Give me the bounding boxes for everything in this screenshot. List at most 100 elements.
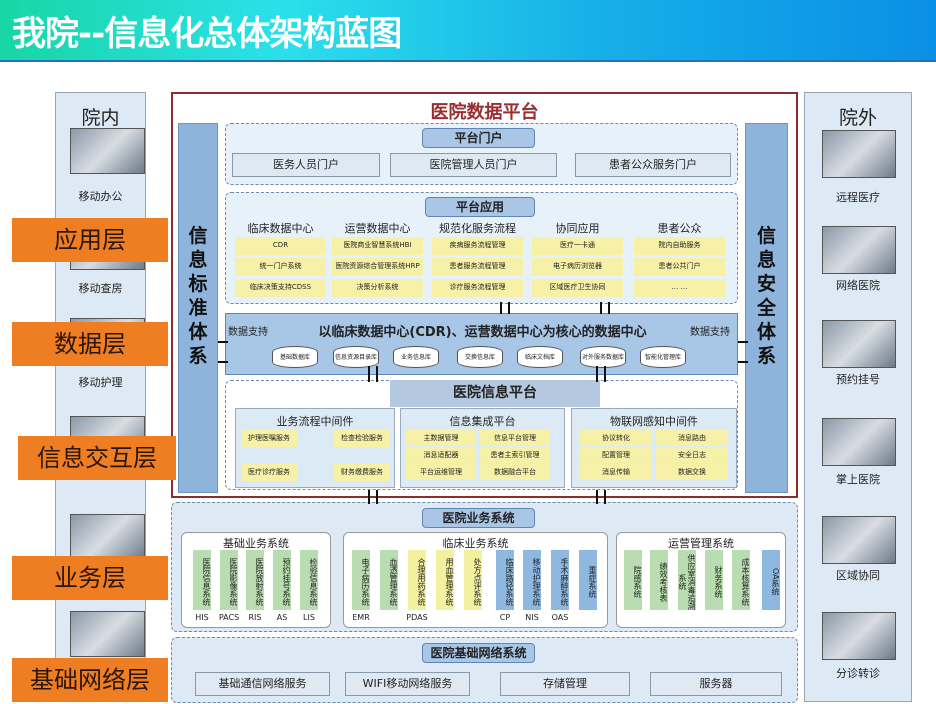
network-service: 服务器 bbox=[650, 672, 782, 696]
app-item: … … bbox=[634, 279, 725, 297]
integration-item: 消息适配器 bbox=[406, 447, 476, 463]
inside-item-label: 移动办公 bbox=[78, 190, 123, 203]
page-title: 我院--信息化总体架构蓝图 bbox=[12, 14, 402, 54]
outside-item-label: 网络医院 bbox=[836, 279, 880, 292]
database-icon: 基础数据库 bbox=[272, 346, 318, 368]
system-code: NIS bbox=[525, 613, 539, 622]
workflow-item: 医疗诊疗服务 bbox=[241, 464, 297, 481]
inside-item-label: 移动查房 bbox=[78, 282, 123, 295]
system-bar: 电子病历系统 bbox=[352, 550, 370, 610]
system-bar: 检验信息系统 bbox=[300, 550, 318, 610]
app-item: 患者公共门户 bbox=[634, 258, 725, 276]
system-bar: 合理用药系统 bbox=[408, 550, 426, 610]
iot-item: 消息路由 bbox=[656, 430, 728, 446]
info-security-bar: 信息安全体系 bbox=[745, 123, 788, 493]
iot-item: 安全日志 bbox=[656, 447, 728, 463]
app-item: CDR bbox=[235, 237, 326, 255]
inside-item-label: 移动护理 bbox=[78, 376, 123, 389]
iot-item: 数据交换 bbox=[656, 464, 728, 480]
connector-arrow bbox=[218, 341, 228, 343]
info-platform-title: 医院信息平台 bbox=[390, 380, 600, 407]
app-column-title: 临床数据中心 bbox=[247, 222, 314, 235]
database-icon: 业务信息库 bbox=[393, 346, 439, 368]
system-code: EMR bbox=[352, 613, 370, 622]
system-group-title: 基础业务系统 bbox=[223, 537, 289, 550]
connector-arrow bbox=[508, 302, 510, 314]
iot-title: 物联网感知中间件 bbox=[610, 415, 698, 428]
outside-item-label: 分诊转诊 bbox=[836, 667, 880, 680]
workflow-item: 护理医嘱服务 bbox=[241, 430, 297, 447]
inside-hospital-panel: 院内 bbox=[55, 92, 146, 702]
app-column-title: 运营数据中心 bbox=[344, 222, 411, 235]
iot-item: 配置管理 bbox=[580, 447, 652, 463]
integration-item: 平台运维管理 bbox=[406, 464, 476, 480]
system-bar: 医院影像系统 bbox=[220, 550, 238, 610]
outside-item-label: 远程医疗 bbox=[836, 191, 880, 204]
app-item: 区域医疗卫生协同 bbox=[532, 279, 623, 297]
connector-arrow bbox=[604, 490, 606, 504]
portal-button[interactable]: 患者公众服务门户 bbox=[575, 153, 731, 177]
portal-button[interactable]: 医务人员门户 bbox=[232, 153, 380, 177]
app-column-title: 规范化服务流程 bbox=[439, 222, 516, 235]
integration-item: 患者主索引管理 bbox=[480, 447, 550, 463]
system-bar: 预约挂号系统 bbox=[273, 550, 291, 610]
workflow-title: 业务流程中间件 bbox=[276, 415, 354, 428]
photo-thumbnail bbox=[822, 320, 896, 368]
database-icon: 智能化管理库 bbox=[640, 346, 686, 368]
connector-arrow bbox=[600, 302, 602, 314]
network-header: 医院基础网络系统 bbox=[422, 643, 535, 663]
app-column-title: 患者公众 bbox=[657, 222, 702, 235]
system-code: HIS bbox=[195, 613, 209, 622]
app-item: 疾病服务流程管理 bbox=[432, 237, 523, 255]
layer-label: 数据层 bbox=[12, 322, 168, 366]
connector-arrow bbox=[738, 341, 748, 343]
app-item: 电子病历浏览器 bbox=[532, 258, 623, 276]
system-bar: 医院信息系统 bbox=[193, 550, 211, 610]
app-item: 医院商业智慧系统HBI bbox=[332, 237, 423, 255]
system-code: OAS bbox=[551, 613, 569, 622]
portal-button[interactable]: 医院管理人员门户 bbox=[390, 153, 557, 177]
layer-label: 信息交互层 bbox=[18, 436, 176, 480]
system-bar: 绩效考核表 bbox=[650, 550, 668, 610]
photo-thumbnail bbox=[70, 128, 145, 174]
connector-arrow bbox=[500, 302, 502, 314]
network-service: 基础通信网络服务 bbox=[195, 672, 330, 696]
photo-thumbnail bbox=[822, 516, 896, 564]
title-bar bbox=[0, 0, 936, 62]
connector-arrow bbox=[218, 361, 228, 363]
connector-arrow bbox=[368, 366, 370, 382]
connector-arrow bbox=[376, 490, 378, 504]
system-bar: 医院放射系统 bbox=[246, 550, 264, 610]
connector-arrow bbox=[376, 366, 378, 382]
outside-hospital-panel: 院外 bbox=[804, 92, 912, 702]
photo-thumbnail bbox=[70, 514, 145, 560]
integration-item: 数据融合平台 bbox=[480, 464, 550, 480]
system-code: LIS bbox=[303, 613, 315, 622]
system-group-title: 运营管理系统 bbox=[668, 537, 734, 550]
apps-header: 平台应用 bbox=[425, 197, 535, 217]
data-support-right: 数据支持 bbox=[690, 327, 730, 338]
system-bar: 用血管理系统 bbox=[436, 550, 454, 610]
iot-item: 协议转化 bbox=[580, 430, 652, 446]
outside-item-label: 预约挂号 bbox=[836, 373, 880, 386]
system-group bbox=[616, 532, 786, 628]
photo-thumbnail bbox=[70, 611, 145, 657]
info-standard-bar: 信息标准体系 bbox=[178, 123, 218, 493]
workflow-item: 检查检验服务 bbox=[334, 430, 390, 447]
outside-heading: 院外 bbox=[838, 107, 877, 129]
app-item: 院内自助服务 bbox=[634, 237, 725, 255]
network-service: 存储管理 bbox=[500, 672, 630, 696]
system-bar: 院感系统 bbox=[624, 550, 642, 610]
data-platform-frame bbox=[171, 92, 798, 498]
layer-label: 应用层 bbox=[12, 218, 168, 262]
outside-item-label: 掌上医院 bbox=[836, 473, 880, 486]
workflow-item: 财务缴费服务 bbox=[334, 464, 390, 481]
photo-thumbnail bbox=[822, 130, 896, 178]
app-item: 决策分析系统 bbox=[332, 279, 423, 297]
system-bar: 重症系统 bbox=[579, 550, 597, 610]
system-bar: 血透管理系统 bbox=[380, 550, 398, 610]
connector-arrow bbox=[596, 490, 598, 504]
data-support-left: 数据支持 bbox=[228, 327, 268, 338]
system-bar: 移动护理系统 bbox=[523, 550, 541, 610]
system-bar: 供应室消毒追溯系统 bbox=[678, 550, 696, 610]
